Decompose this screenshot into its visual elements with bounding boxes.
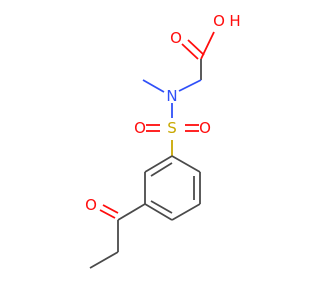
ring-bond-1 <box>171 155 201 173</box>
bond-ch2-n <box>178 79 202 92</box>
nitrogen-label: N <box>166 87 177 105</box>
bond-c-o-double-b <box>187 39 205 56</box>
bond-n-ch3 <box>142 79 165 93</box>
ring-bond-6 <box>144 155 173 173</box>
hydroxyl-oxygen-label: O <box>213 12 225 30</box>
bond-c-o-ketone-b <box>102 204 119 214</box>
bond-c-o-double-a <box>181 43 199 60</box>
hydroxyl-hydrogen-label: H <box>229 12 240 30</box>
bond-ring-carbonyl <box>117 203 146 221</box>
sulfonyl-oxygen-right-label: O <box>199 119 211 137</box>
sulfur-label: S <box>167 119 177 137</box>
ring-bond-4-inner <box>150 200 173 214</box>
sulfonyl-oxygen-left-label: O <box>134 119 146 137</box>
ring-bond-6-inner <box>150 162 173 177</box>
molecule-diagram: O H O N S O O O <box>85 12 241 269</box>
bond-ch2-ch3 <box>89 251 119 269</box>
ketone-oxygen-label: O <box>85 196 97 214</box>
carboxyl-oxygen-label: O <box>170 29 182 47</box>
bond-c-o-ketone-a <box>99 209 116 219</box>
ring-bond-3 <box>171 203 201 221</box>
structure-canvas: O H O N S O O O <box>85 12 241 269</box>
ring-bond-4 <box>144 203 173 221</box>
